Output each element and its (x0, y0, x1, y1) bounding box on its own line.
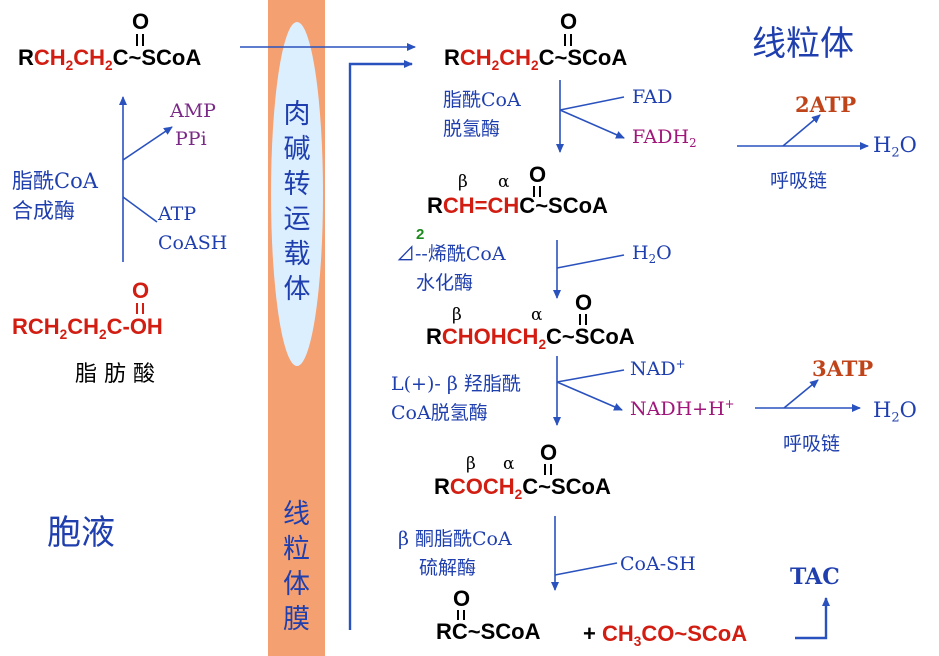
acetyl-coa: + CH3CO~SCoA (583, 621, 748, 649)
delta2-superscript: 2 (416, 226, 425, 243)
fadh2-output-arrow (559, 109, 625, 139)
water-input-line (556, 254, 625, 269)
water-input-label: H2O (632, 242, 672, 267)
fadh2-label: FADH2 (632, 126, 697, 151)
respiratory-chain-label-1: 呼吸链 (770, 170, 828, 192)
enoyl-coa-hydratase-label: ⊿--烯酰CoA 水化酶 (396, 243, 506, 294)
m1-oxygen: O (560, 9, 578, 34)
recycle-arrow (348, 60, 413, 630)
water-product-2: H2O (873, 398, 917, 426)
m4-alpha: α (503, 454, 515, 474)
ppi-label: PPi (175, 128, 207, 150)
acyl-coa-synthetase-label: 脂酰CoA 合成酶 (12, 169, 98, 223)
carbonyl-bond (142, 34, 144, 46)
nadh-output-arrow (556, 381, 623, 411)
carnitine-carrier-ellipse (271, 22, 323, 366)
m3-hydroxyacyl-coa: RCHOHCH2C~SCoA (426, 324, 635, 352)
fatty-acid-oxygen: O (132, 278, 150, 303)
amp-label: AMP (170, 100, 216, 122)
carbonyl-bond (539, 186, 541, 197)
m2-oxygen: O (529, 162, 547, 187)
carbonyl-bond (457, 610, 459, 620)
nadh-label: NADH+H+ (630, 396, 735, 420)
hydroxyacyl-coa-dehydrogenase-label: L(+)- β 羟脂酰 CoA脱氢酶 (391, 373, 521, 424)
atp-arrow-1 (782, 114, 821, 147)
carbonyl-bond (136, 34, 138, 46)
atp-yield-3: 3ATP (812, 356, 874, 381)
atp-coash-input-line (122, 196, 158, 223)
carbonyl-bond (142, 303, 144, 314)
carnitine-carrier-label: 肉 碱 转 运 载 体 (283, 99, 311, 305)
m5-oxygen: O (453, 586, 471, 611)
mitochondria-title: 线粒体 (752, 24, 854, 64)
fad-label: FAD (632, 86, 673, 108)
cytosol-acyl-coa: RCH2CH2C~SCoA (18, 45, 202, 73)
m4-beta: β (466, 454, 476, 474)
fatty-acid-label: 脂 肪 酸 (75, 362, 155, 387)
carbonyl-bond (564, 34, 566, 46)
carbonyl-bond (550, 464, 552, 475)
atp-yield-2: 2ATP (795, 92, 857, 117)
cytosol-label: 胞液 (47, 513, 115, 553)
coash-label: CoASH (158, 232, 228, 254)
m2-alpha: α (498, 172, 510, 192)
nad-input-line (556, 369, 625, 383)
m3-beta: β (452, 305, 462, 325)
carbonyl-bond (136, 303, 138, 314)
m3-alpha: α (531, 305, 543, 325)
nad-label: NAD+ (630, 356, 686, 380)
thiolase-label: β 酮脂酰CoA 硫解酶 (398, 528, 512, 579)
atp-arrow-2 (783, 379, 819, 409)
water-product-1: H2O (873, 133, 917, 161)
tac-label: TAC (790, 564, 840, 590)
carbonyl-bond (463, 610, 465, 620)
carbonyl-bond (544, 464, 546, 475)
tac-arrow (795, 597, 830, 640)
respiratory-chain-label-2: 呼吸链 (783, 433, 841, 455)
m5-shortened-acyl-coa: RC~SCoA (436, 619, 541, 644)
atp-label: ATP (158, 203, 197, 225)
carbonyl-bond (570, 34, 572, 46)
m2-beta: β (458, 172, 468, 192)
fatty-acid-formula: RCH2CH2C-OH (12, 314, 163, 342)
acyl-coa-dehydrogenase-label: 脂酰CoA 脱氢酶 (443, 89, 521, 140)
coash-input-label: CoA-SH (620, 553, 696, 575)
amp-ppi-release-arrow (122, 126, 173, 161)
carbonyl-bond (533, 186, 535, 197)
m3-oxygen: O (575, 290, 593, 315)
carbonyl-bond (585, 314, 587, 325)
m1-acyl-coa: RCH2CH2C~SCoA (444, 45, 628, 73)
m2-enoyl-coa: RCH=CHC~SCoA (427, 193, 608, 218)
m4-oxygen: O (540, 440, 558, 465)
carbonyl-bond (579, 314, 581, 325)
cytosol-acyl-coa-oxygen: O (132, 9, 150, 34)
m4-ketoacyl-coa: RCOCH2C~SCoA (434, 474, 611, 502)
coash-input-line (554, 562, 618, 576)
fad-input-line (559, 96, 625, 111)
mitochondrial-membrane-label: 线 粒 体 膜 (283, 499, 310, 635)
